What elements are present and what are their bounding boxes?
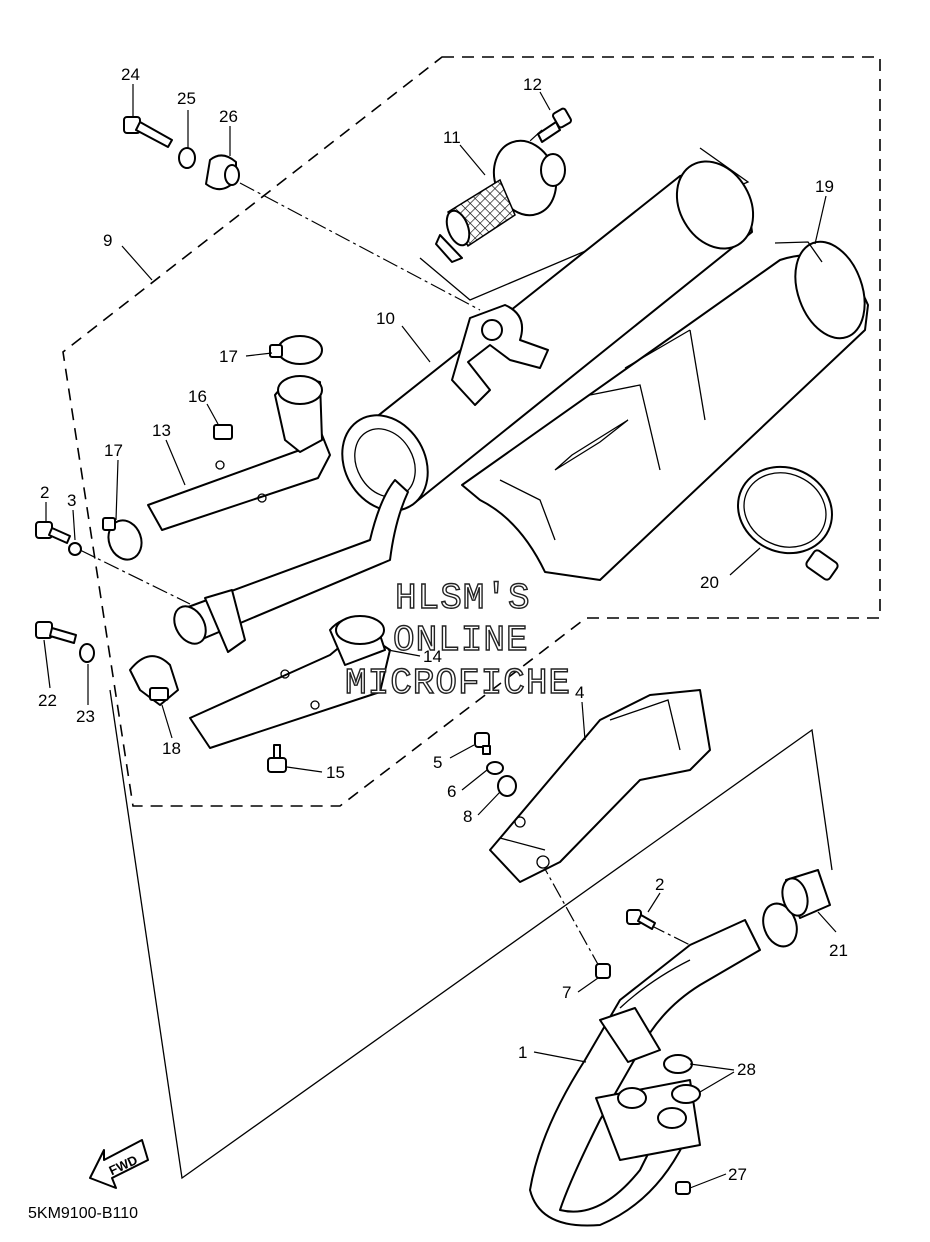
leader-5 bbox=[449, 744, 475, 759]
bolt-axis-line-2 bbox=[79, 549, 191, 605]
callout-20: 20 bbox=[700, 573, 719, 592]
spark-arrester-screw bbox=[537, 107, 572, 143]
leader-15 bbox=[286, 766, 323, 773]
callout-15: 15 bbox=[326, 763, 345, 782]
protector-bolt bbox=[267, 744, 287, 773]
callout-17b: 17 bbox=[104, 441, 123, 460]
exhaust-gasket-b bbox=[671, 1084, 701, 1104]
leader-21 bbox=[817, 911, 837, 933]
callout-9: 9 bbox=[103, 231, 112, 250]
leader-3 bbox=[72, 509, 76, 541]
mount-damper bbox=[205, 154, 240, 191]
leader-16 bbox=[206, 403, 219, 425]
callout-21: 21 bbox=[829, 941, 848, 960]
muffler-body bbox=[341, 160, 755, 512]
leader-22 bbox=[43, 639, 51, 689]
callout-4: 4 bbox=[575, 683, 584, 702]
leader-7 bbox=[577, 977, 599, 993]
leader-17b bbox=[115, 459, 119, 521]
leader-28 bbox=[689, 1063, 735, 1093]
exhaust-gasket-a bbox=[663, 1054, 693, 1074]
leader-20 bbox=[729, 547, 761, 576]
bolt-axis-line-26 bbox=[239, 182, 481, 311]
hose-clamp-lower bbox=[102, 517, 143, 561]
callout-22: 22 bbox=[38, 691, 57, 710]
leader-12 bbox=[539, 91, 551, 111]
muffler-band-clamp bbox=[737, 465, 839, 581]
clip-nut bbox=[213, 424, 233, 440]
callout-11: 11 bbox=[443, 128, 461, 147]
leader-17a bbox=[245, 352, 273, 357]
leader-2b bbox=[647, 892, 661, 913]
leader-13 bbox=[165, 439, 186, 486]
muffler-inlet-pipe bbox=[173, 479, 409, 653]
callout-14: 14 bbox=[423, 647, 442, 666]
callout-17a: 17 bbox=[219, 347, 238, 366]
joint-clamp bbox=[129, 655, 179, 706]
callout-16: 16 bbox=[188, 387, 207, 406]
callout-10: 10 bbox=[376, 309, 395, 328]
leader-14 bbox=[387, 649, 421, 657]
leader-19 bbox=[814, 195, 827, 245]
callout-27: 27 bbox=[728, 1165, 747, 1184]
washer-6 bbox=[486, 761, 504, 775]
protector-bolt-7 bbox=[595, 963, 611, 979]
leader-8 bbox=[477, 791, 501, 816]
callout-24: 24 bbox=[121, 65, 140, 84]
leader-10 bbox=[401, 325, 431, 363]
bolt-2-upper bbox=[35, 521, 71, 544]
callout-19: 19 bbox=[815, 177, 834, 196]
protector-bolt-5 bbox=[474, 732, 491, 755]
watermark-line-1: HLSM'S bbox=[395, 578, 531, 619]
mount-collar bbox=[178, 147, 196, 169]
callout-5: 5 bbox=[433, 753, 442, 772]
leader-1 bbox=[533, 1051, 587, 1063]
exhaust-nut-27 bbox=[675, 1181, 691, 1195]
callout-26: 26 bbox=[219, 107, 238, 126]
callout-2a: 2 bbox=[40, 483, 49, 502]
muffler-group-boundary bbox=[62, 56, 881, 807]
grommet-8 bbox=[497, 775, 517, 797]
callout-23: 23 bbox=[76, 707, 95, 726]
callout-18: 18 bbox=[162, 739, 181, 758]
forward-direction-arrow: FWD bbox=[89, 1139, 149, 1189]
washer-23 bbox=[79, 643, 95, 663]
callout-25: 25 bbox=[177, 89, 196, 108]
leader-11 bbox=[459, 144, 486, 176]
exhaust-pipe-protector bbox=[489, 689, 711, 883]
muffler-cover bbox=[461, 240, 869, 581]
callout-8: 8 bbox=[463, 807, 472, 826]
callout-6: 6 bbox=[447, 782, 456, 801]
watermark-line-3: MICROFICHE bbox=[345, 663, 571, 704]
callout-7: 7 bbox=[562, 983, 571, 1002]
hose-clamp-upper bbox=[269, 335, 323, 365]
bolt-axis-line-7 bbox=[539, 859, 601, 969]
callout-1: 1 bbox=[518, 1043, 527, 1062]
callout-13: 13 bbox=[152, 421, 171, 440]
bolt-axis-line-2b bbox=[649, 924, 701, 951]
bolt-22 bbox=[35, 621, 77, 644]
exhaust-joint-gasket bbox=[781, 869, 831, 919]
bolt-2-lower bbox=[626, 909, 656, 930]
spark-arrester bbox=[435, 139, 566, 263]
callout-3: 3 bbox=[67, 491, 76, 510]
callout-28: 28 bbox=[737, 1060, 756, 1079]
callout-2b: 2 bbox=[655, 875, 664, 894]
leader-18 bbox=[161, 704, 173, 739]
upper-heat-protector bbox=[147, 375, 331, 531]
mount-bolt-upper bbox=[123, 116, 173, 148]
leader-6 bbox=[461, 769, 488, 791]
pipe-group-boundary bbox=[109, 689, 833, 1180]
diagram-code: 5KM9100-B110 bbox=[28, 1205, 138, 1222]
leader-4 bbox=[581, 701, 586, 741]
callout-12: 12 bbox=[523, 75, 542, 94]
washer-3 bbox=[68, 542, 82, 556]
leader-9 bbox=[121, 245, 153, 281]
leader-27 bbox=[689, 1173, 727, 1189]
